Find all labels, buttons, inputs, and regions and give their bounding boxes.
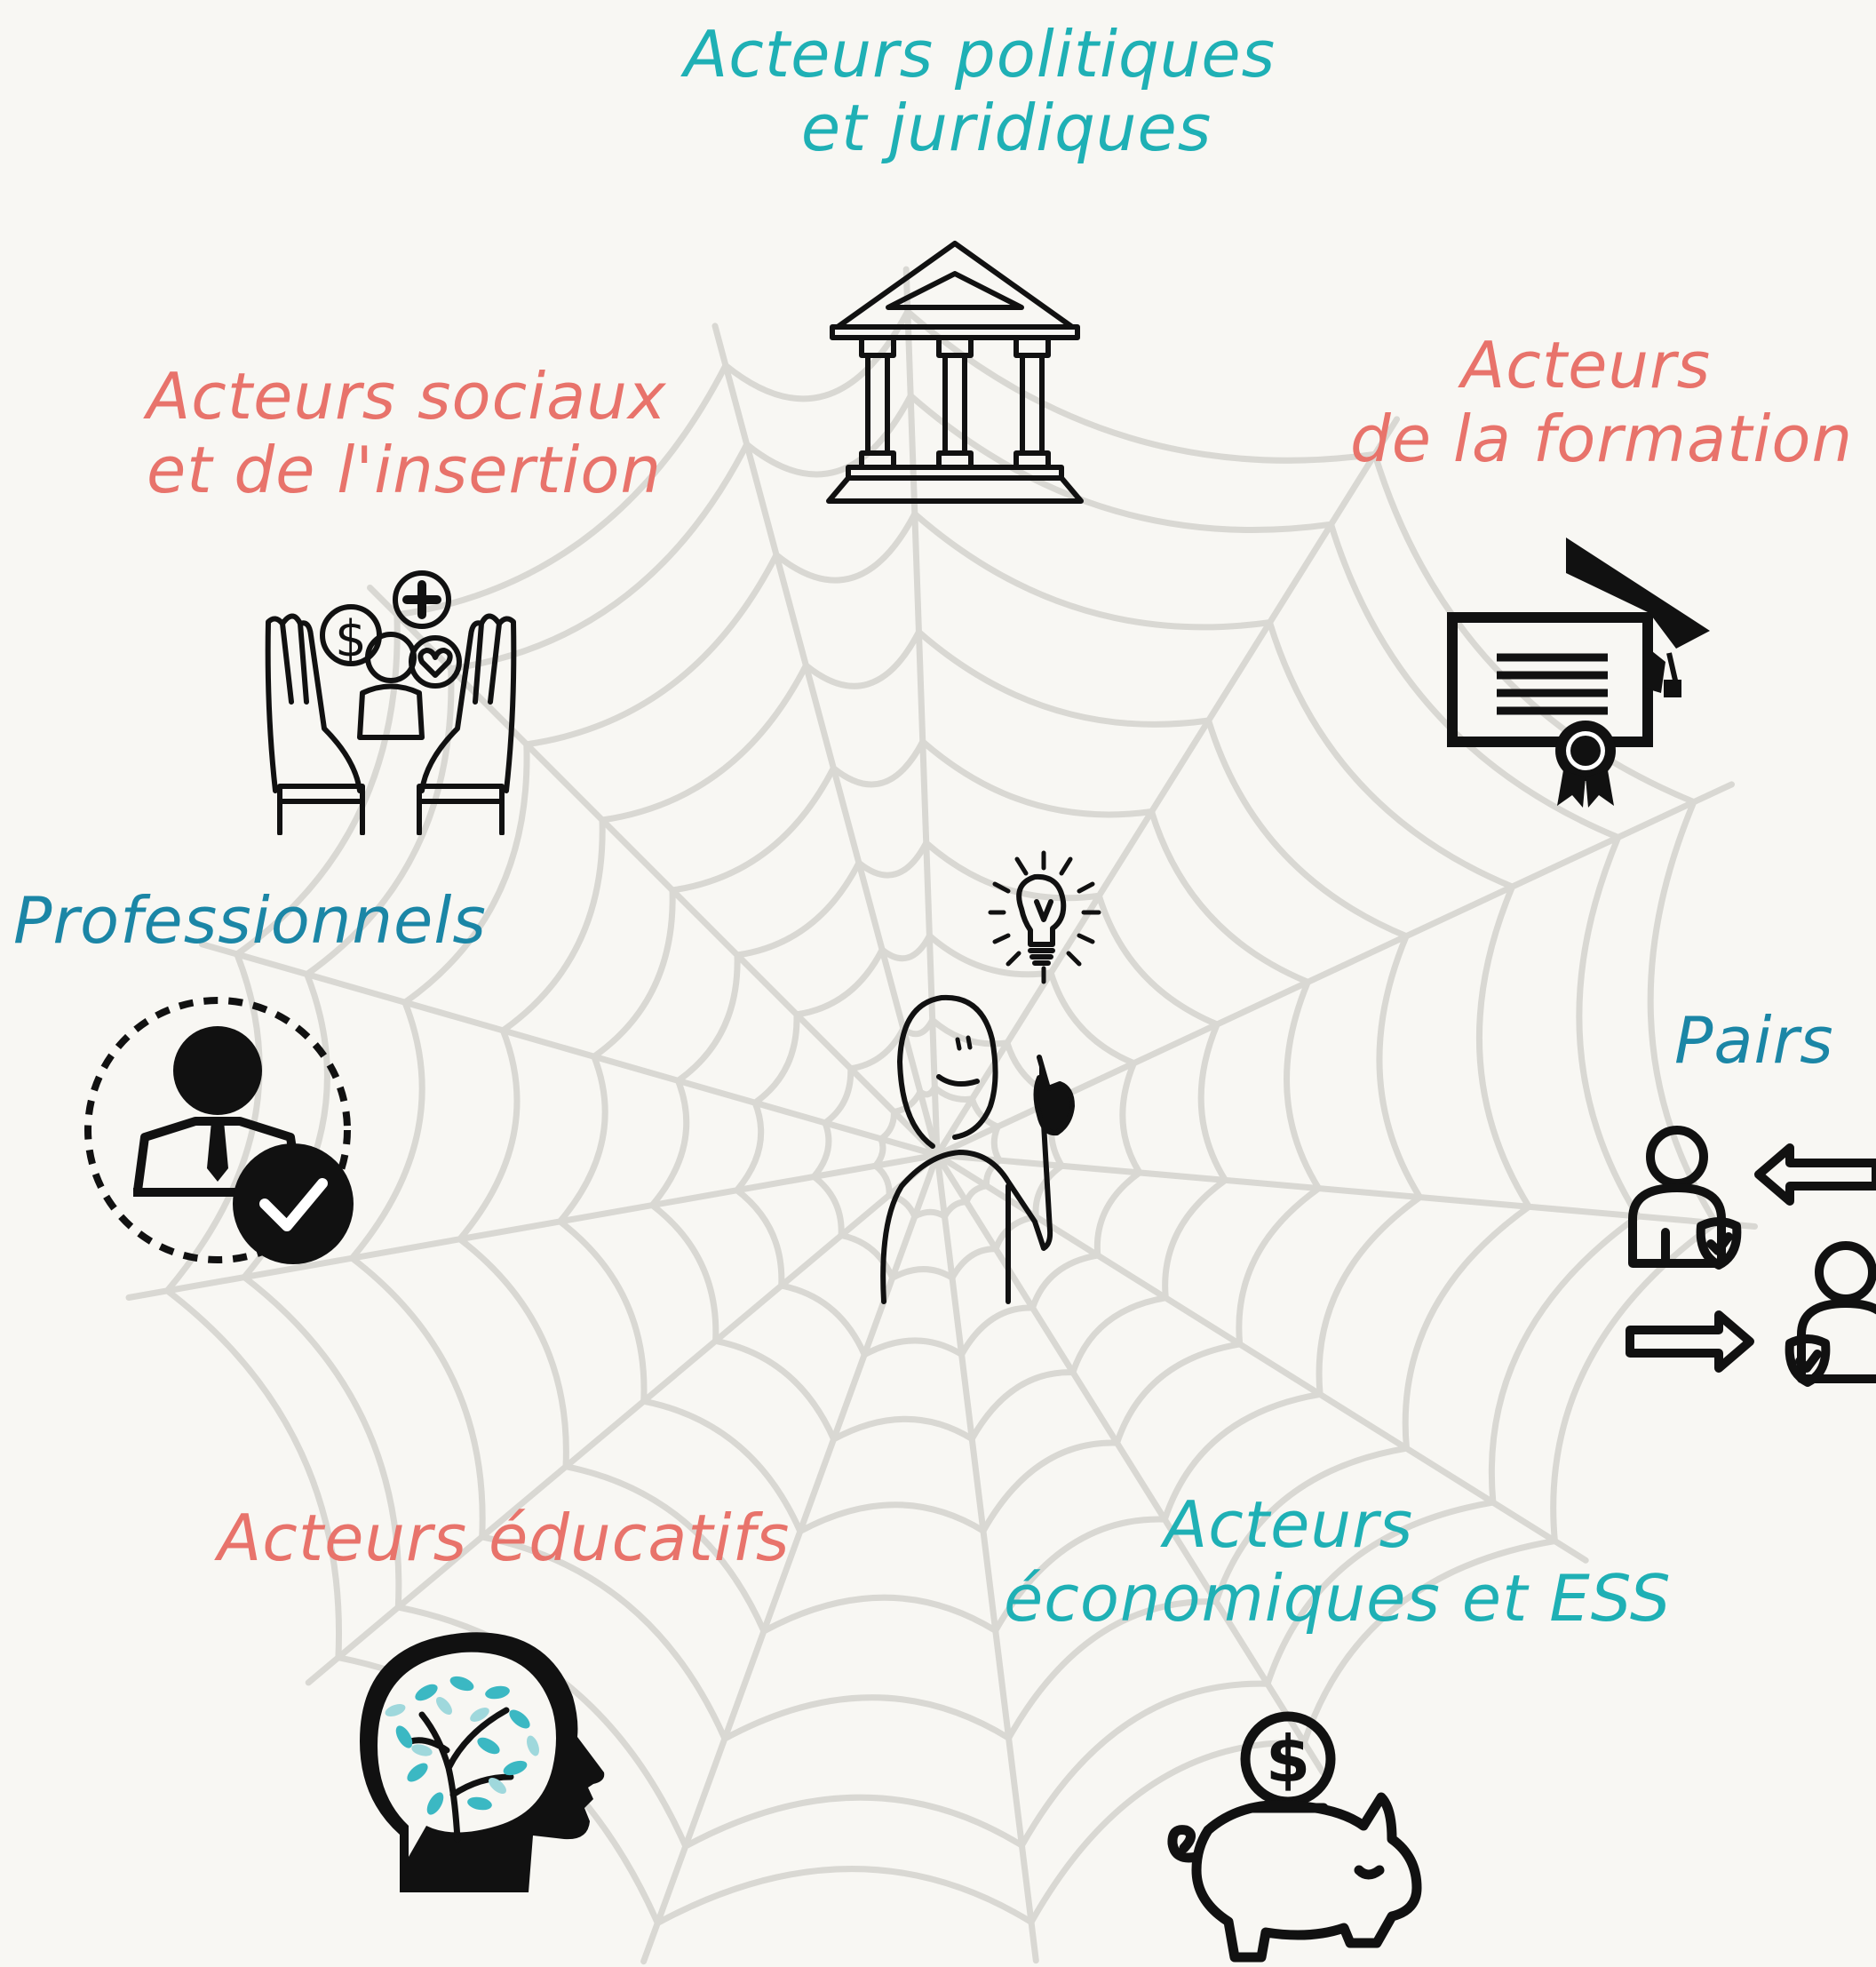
piggy-bank-icon: $ <box>1159 1710 1430 1963</box>
head-tree-icon <box>355 1626 622 1892</box>
web-strand <box>872 1084 1003 1220</box>
diploma-graduation-cap-icon <box>1443 538 1710 813</box>
web-strand <box>241 393 1642 1850</box>
web-strand <box>934 1151 1326 1776</box>
svg-text:$: $ <box>1266 1722 1310 1796</box>
web-strand <box>640 1151 941 1965</box>
label-acteurs-politiques: Acteurs politiques et juridiques <box>684 17 1276 165</box>
web-strand <box>711 323 941 1159</box>
caring-hands-icon: $ <box>258 569 524 835</box>
svg-text:$: $ <box>335 610 367 668</box>
label-acteurs-economiques: Acteurs économiques et ESS <box>1004 1487 1672 1636</box>
web-strand <box>934 416 1400 1159</box>
label-professionnels: Professionnels <box>13 883 487 958</box>
label-acteurs-sociaux: Acteurs sociaux et de l'insertion <box>147 359 667 507</box>
professional-check-icon <box>84 995 360 1266</box>
web-strand <box>734 932 1143 1358</box>
web-strand <box>305 1151 941 1686</box>
label-acteurs-formation: Acteurs de la formation <box>1350 328 1854 476</box>
web-strand <box>198 941 941 1159</box>
web-strand <box>934 1151 1039 1964</box>
label-pairs: Pairs <box>1674 1003 1834 1078</box>
courthouse-icon <box>822 238 1088 505</box>
label-acteurs-educatifs: Acteurs éducatifs <box>218 1501 791 1575</box>
web-strand <box>556 738 1323 1535</box>
person-with-lightbulb-icon <box>866 848 1124 1310</box>
web-strand <box>348 510 1532 1742</box>
web-strand <box>457 628 1423 1635</box>
web-strand <box>902 266 941 1159</box>
peer-exchange-icon <box>1626 1121 1876 1388</box>
web-strand <box>934 1151 1589 1564</box>
web-strand <box>934 1151 1758 1230</box>
web-strand <box>125 1151 941 1301</box>
